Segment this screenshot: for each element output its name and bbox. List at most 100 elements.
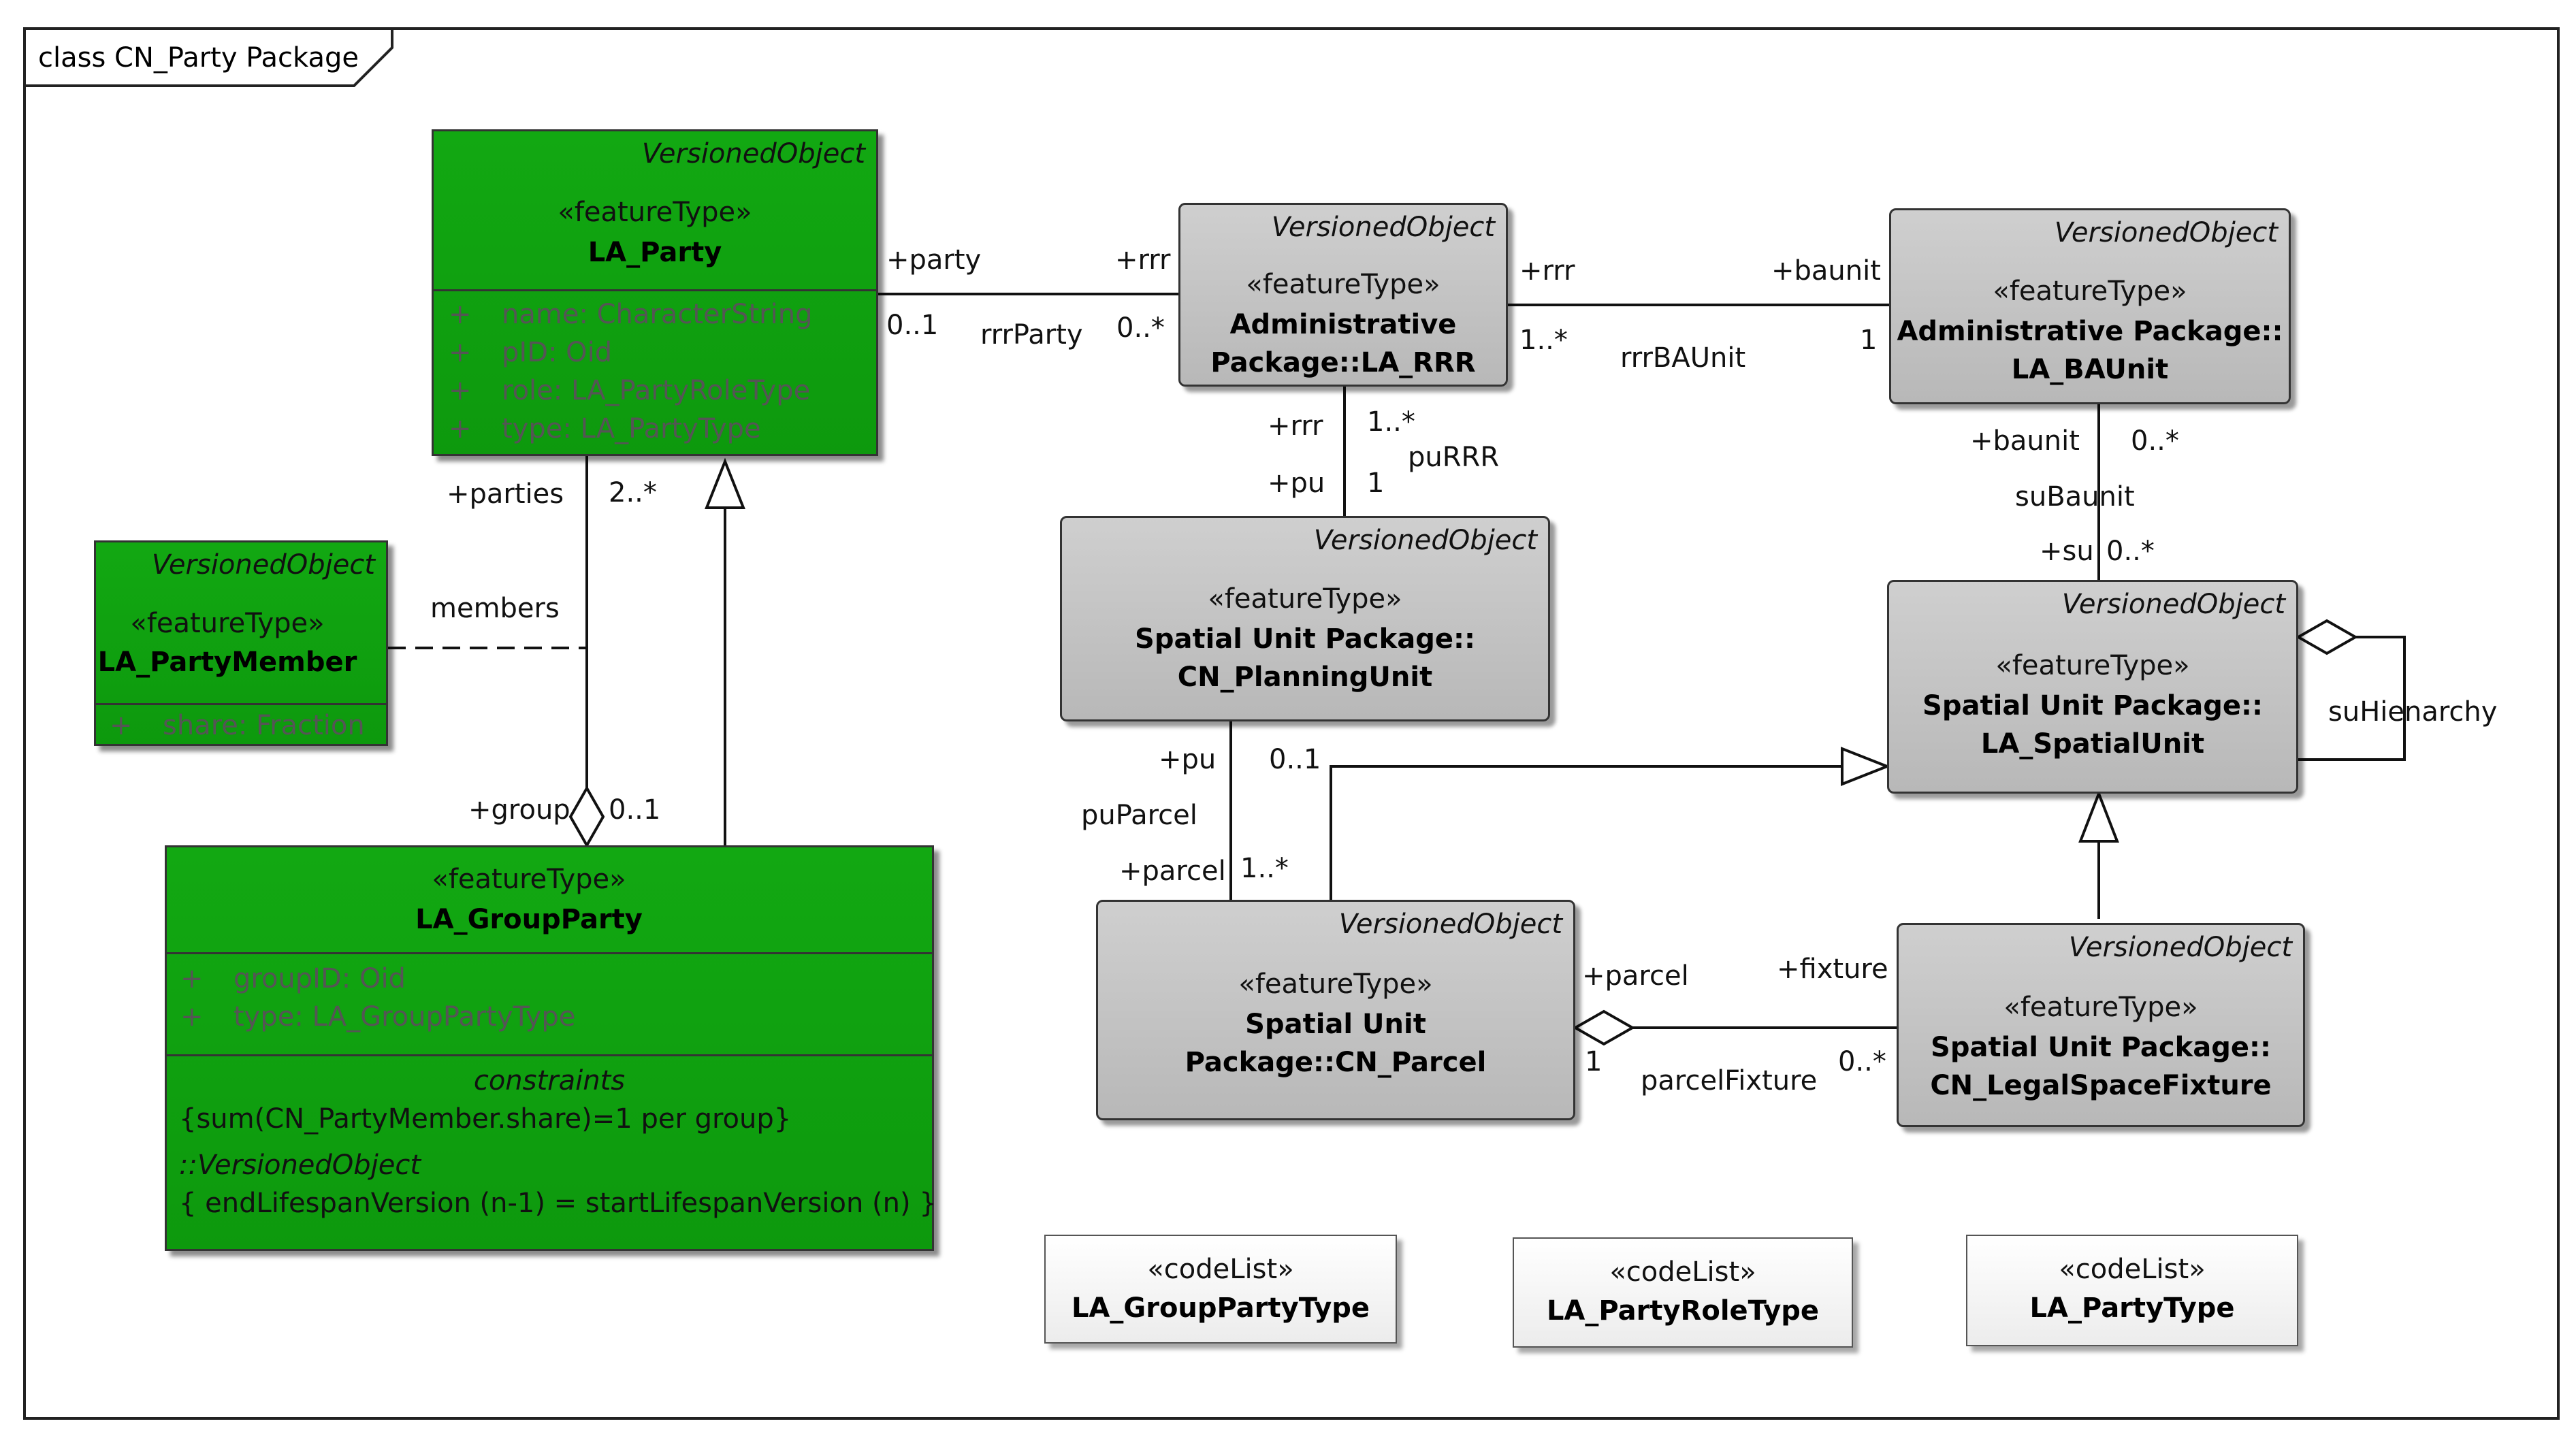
mult-su-baunit: 0..* (2106, 536, 2155, 567)
role-su-baunit: +su (2040, 536, 2094, 567)
class-name-line2: CN_PlanningUnit (1177, 662, 1433, 693)
class-name: LA_Party (587, 237, 722, 268)
mult-baunit-rrr: 1 (1860, 325, 1878, 356)
role-rrr-baunit: +rrr (1519, 255, 1575, 287)
role-rrr-pu: +rrr (1268, 410, 1323, 442)
class-name-line1: Administrative Package:: (1897, 316, 2283, 347)
constraint-lifespan: { endLifespanVersion (n-1) = startLifesp… (179, 1188, 937, 1219)
mult-party: 0..1 (886, 310, 939, 341)
class-name-line2: LA_SpatialUnit (1980, 728, 2205, 760)
stereotype-label: «featureType» (130, 608, 325, 639)
role-group: +group (468, 794, 570, 826)
stereotype-label: «featureType» (1993, 276, 2187, 307)
class-name-line1: Spatial Unit Package:: (1135, 623, 1475, 655)
role-baunit-rrr: +baunit (1771, 255, 1881, 287)
aggregation-diamond-parcel (1572, 1009, 1636, 1046)
assoc-name-subaunit: suBaunit (2015, 481, 2135, 513)
generalization-arrow-spatialunit-1 (1841, 747, 1891, 786)
assoc-name-rrrparty: rrrParty (980, 319, 1083, 351)
class-la-party[interactable]: VersionedObject «featureType» LA_Party +… (432, 129, 878, 456)
generalization-arrow-spatialunit-2 (2078, 790, 2119, 843)
versioned-object-label: VersionedObject (2061, 589, 2285, 620)
mult-fixture: 0..* (1838, 1046, 1886, 1077)
frame-tab-outline (26, 30, 393, 87)
role-pu-rrr: +pu (1268, 468, 1325, 499)
class-name-line1: Administrative (1229, 309, 1457, 340)
generalization-parcel (1330, 765, 1842, 900)
stereotype-label: «codeList» (1147, 1254, 1294, 1285)
codelist-la-partyroletype[interactable]: «codeList» LA_PartyRoleType (1513, 1237, 1853, 1348)
class-cn-parcel[interactable]: VersionedObject «featureType» Spatial Un… (1096, 900, 1575, 1120)
class-la-spatialunit[interactable]: VersionedObject «featureType» Spatial Un… (1887, 580, 2298, 794)
stereotype-label: «codeList» (1609, 1256, 1756, 1288)
mult-group: 0..1 (609, 794, 661, 826)
role-party: +party (886, 244, 982, 276)
class-name: LA_PartyMember (97, 647, 357, 678)
mult-pu-rrr: 1 (1367, 468, 1385, 499)
role-parties: +parties (447, 478, 564, 510)
versioned-object-label: VersionedObject (641, 138, 865, 169)
aggregation-diamond-suhierarchy (2295, 619, 2359, 655)
class-cn-planningunit[interactable]: VersionedObject «featureType» Spatial Un… (1060, 516, 1550, 721)
mult-rrr-pu: 1..* (1367, 406, 1415, 438)
assoc-name-rrrbaunit: rrrBAUnit (1620, 342, 1746, 374)
role-rrr-party: +rrr (1115, 244, 1171, 276)
class-name: Spatial Unit Package::CN_Parcel (1185, 1009, 1487, 1078)
class-la-rrr[interactable]: VersionedObject «featureType» Administra… (1178, 203, 1508, 387)
class-la-groupparty[interactable]: «featureType» LA_GroupParty +groupID: Oi… (165, 845, 937, 1251)
codelist-la-partytype[interactable]: «codeList» LA_PartyType (1966, 1235, 2298, 1346)
class-name-line2: Package::LA_RRR (1210, 347, 1476, 378)
versioned-object-label: VersionedObject (1313, 525, 1537, 556)
versioned-object-label: VersionedObject (1271, 212, 1495, 243)
class-name-line2: CN_LegalSpaceFixture (1930, 1070, 2272, 1101)
class-name: LA_GroupParty (415, 904, 643, 935)
class-cn-legalspacefixture[interactable]: VersionedObject «featureType» Spatial Un… (1897, 923, 2305, 1127)
versioned-object-ref: ::VersionedObject (179, 1150, 421, 1181)
role-baunit-su: +baunit (1970, 425, 2080, 457)
codelist-name: LA_PartyRoleType (1546, 1295, 1820, 1327)
stereotype-label: «featureType» (2003, 992, 2198, 1023)
assoc-name-purrr: puRRR (1408, 442, 1500, 473)
versioned-object-label: VersionedObject (1338, 909, 1562, 940)
stereotype-label: «featureType» (1208, 583, 1402, 615)
mult-rrr-party: 0..* (1116, 312, 1165, 344)
role-parcel-fixture: +parcel (1582, 960, 1689, 992)
constraint-sum: {sum(CN_PartyMember.share)=1 per group} (179, 1103, 792, 1135)
versioned-object-label: VersionedObject (2068, 932, 2292, 963)
versioned-object-label: VersionedObject (151, 549, 375, 581)
codelist-name: LA_GroupPartyType (1071, 1292, 1370, 1324)
mult-parties: 2..* (609, 477, 657, 508)
class-name-line1: Spatial Unit Package:: (1931, 1032, 2271, 1063)
role-parcel-pu: +parcel (1119, 856, 1226, 887)
codelist-la-grouppartytype[interactable]: «codeList» LA_GroupPartyType (1044, 1235, 1397, 1344)
stereotype-label: «featureType» (432, 864, 626, 895)
package-frame (23, 27, 2560, 1420)
assoc-name-parcelfixture: parcelFixture (1641, 1065, 1818, 1096)
mult-parcel-pu: 1..* (1240, 853, 1289, 884)
assoc-name-puparcel: puParcel (1081, 800, 1197, 831)
stereotype-label: «featureType» (1995, 650, 2190, 681)
stereotype-label: «featureType» (558, 197, 752, 228)
class-name-line2: LA_BAUnit (2011, 354, 2169, 385)
class-la-baunit[interactable]: VersionedObject «featureType» Administra… (1889, 208, 2291, 404)
role-pu-parcel: +pu (1159, 744, 1217, 775)
mult-rrr-baunit: 1..* (1519, 325, 1568, 356)
constraints-header: constraints (473, 1065, 626, 1096)
versioned-object-label: VersionedObject (2054, 217, 2278, 248)
role-fixture: +fixture (1777, 954, 1888, 985)
assoc-suhierarchy (2298, 636, 2406, 761)
frame-title: class CN_Party Package (38, 42, 359, 74)
mult-baunit-su: 0..* (2131, 425, 2179, 457)
stereotype-label: «featureType» (1246, 269, 1440, 300)
class-name-line1: Spatial Unit Package:: (1922, 690, 2263, 721)
mult-pu-parcel: 0..1 (1269, 744, 1321, 775)
stereotype-label: «codeList» (2059, 1254, 2206, 1285)
stereotype-label: «featureType» (1238, 969, 1433, 1000)
assoc-name-members: members (430, 593, 560, 624)
codelist-name: LA_PartyType (2029, 1292, 2235, 1324)
class-la-partymember[interactable]: VersionedObject «featureType» LA_PartyMe… (94, 540, 388, 746)
assoc-name-suhierarchy: suHienarchy (2328, 696, 2498, 728)
generalization-arrow-party (705, 457, 745, 509)
